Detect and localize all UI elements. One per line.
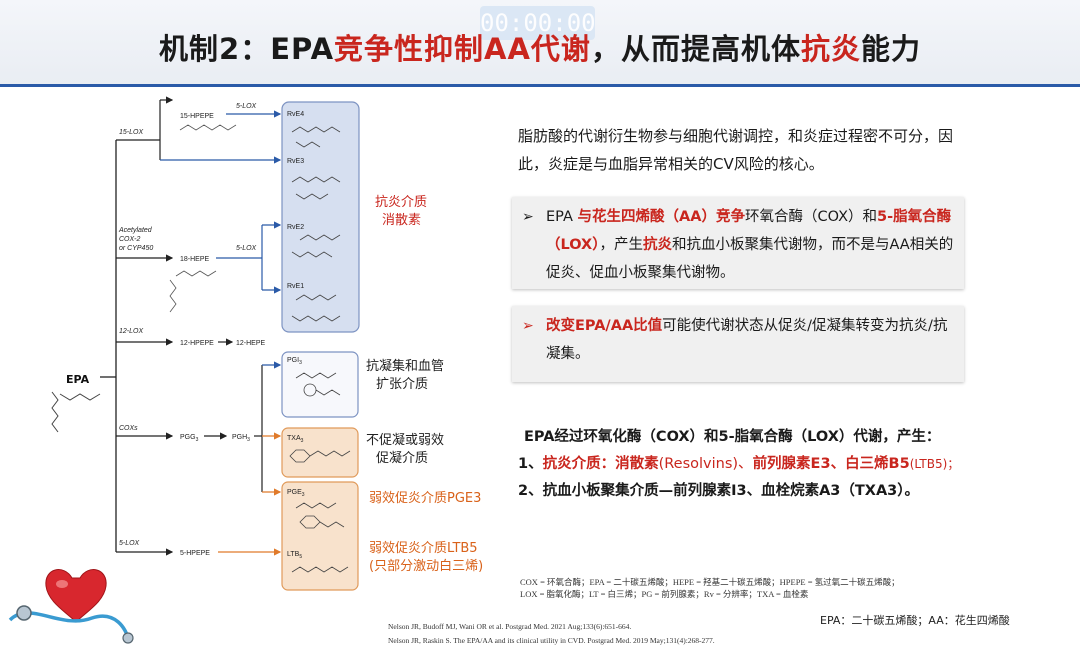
intermediate-pgh3: PGH3 (232, 434, 250, 443)
epa-structure (51, 391, 101, 433)
page-title: 机制2：EPA竞争性抑制AA代谢，从而提高机体抗炎能力 (0, 26, 1080, 68)
label-resolvins-1: 抗炎介质 (375, 195, 427, 210)
title-part-2: 竞争性抑制AA代谢 (334, 32, 591, 66)
intermediate-12-hpepe: 12-HPEPE (180, 340, 214, 347)
enzyme-acetylated: Acetylated (118, 227, 153, 234)
label-txa-2: 促凝介质 (376, 450, 428, 466)
conclusion-line-3: 2、抗血小板聚集介质—前列腺素I3、血栓烷素A3（TXA3）。 (518, 483, 920, 499)
intermediate-18-hepe: 18-HEPE (180, 256, 210, 263)
intermediate-pgg3: PGG3 (180, 434, 199, 443)
point-2-text: 改变EPA/AA比值可能使代谢状态从促炎/促凝集转变为抗炎/抗凝集。 (546, 318, 948, 362)
point-box-2: ➢ 改变EPA/AA比值可能使代谢状态从促炎/促凝集转变为抗炎/抗凝集。 (512, 306, 964, 382)
product-rve1: RvE1 (287, 283, 304, 290)
point-box-1: ➢ EPA 与花生四烯酸（AA）竞争环氧合酶（COX）和5-脂氧合酶（LOX），… (512, 197, 964, 289)
enzyme-cyp450: or CYP450 (119, 245, 153, 252)
conclusion: EPA经过环氧化酶（COX）和5-脂氧合酶（LOX）代谢，产生： 1、抗炎介质：… (518, 424, 1038, 505)
product-ltb5: LTB5 (287, 551, 302, 560)
references: Nelson JR, Budoff MJ, Wani OR et al. Pos… (388, 622, 715, 645)
label-pge3: 弱效促炎介质PGE3 (369, 491, 481, 506)
resolvins-box (281, 101, 360, 333)
conclusion-line-2: 1、抗炎介质：消散素(Resolvins)、前列腺素E3、白三烯B5(LTB5)… (518, 456, 960, 472)
epa-metabolism-diagram: EPA 15-LOX 15-HPEPE 5-LOX Acetylated COX… (8, 96, 483, 644)
pge3-ltb5-box (281, 481, 359, 591)
enzyme-5-lox-a: 5-LOX (236, 103, 257, 110)
title-part-3: ，从而提高机体 (590, 32, 801, 66)
product-rve3: RvE3 (287, 158, 304, 165)
enzyme-12-lox: 12-LOX (119, 328, 143, 335)
product-txa3: TXA3 (287, 435, 304, 444)
video-timer: 00:00:00 (480, 6, 596, 40)
label-pgi-1: 抗凝集和血管 (366, 358, 444, 374)
enzyme-5-lox-c: 5-LOX (119, 540, 140, 547)
product-rve2: RvE2 (287, 224, 304, 231)
bullet-arrow-icon: ➢ (522, 318, 534, 334)
intro-paragraph: 脂肪酸的代谢衍生物参与细胞代谢调控，和炎症过程密不可分，因此，炎症是与血脂异常相… (518, 127, 954, 173)
glossary: EPA：二十碳五烯酸；AA：花生四烯酸 (820, 614, 1010, 627)
title-part-5: 能力 (860, 32, 921, 66)
enzyme-15-lox: 15-LOX (119, 129, 143, 136)
label-pgi-2: 扩张介质 (376, 377, 428, 392)
intermediate-12-hepe: 12-HEPE (236, 340, 266, 347)
product-pgi3: PGI3 (287, 357, 302, 366)
enzyme-5-lox-b: 5-LOX (236, 245, 257, 252)
intermediate-5-hpepe: 5-HPEPE (180, 550, 210, 557)
epa-label: EPA (66, 373, 90, 386)
abbreviations: COX = 环氧合酶；EPA = 二十碳五烯酸；HEPE = 羟基二十碳五烯酸；… (520, 577, 900, 599)
title-part-4: 抗炎 (800, 32, 861, 66)
title-part-1: 机制2：EPA (159, 32, 335, 66)
label-ltb5-1: 弱效促炎介质LTB5 (369, 541, 478, 556)
intermediate-15-hpepe: 15-HPEPE (180, 113, 214, 120)
product-rve4: RvE4 (287, 111, 304, 118)
pgi3-box (281, 351, 359, 418)
label-txa-1: 不促凝或弱效 (366, 432, 444, 448)
product-pge3: PGE3 (287, 489, 305, 498)
enzyme-coxs: COXs (119, 425, 138, 432)
point-1-text: EPA 与花生四烯酸（AA）竞争环氧合酶（COX）和5-脂氧合酶（LOX），产生… (546, 209, 954, 281)
label-ltb5-2: (只部分激动白三烯) (369, 558, 483, 574)
heart-stethoscope-icon (8, 569, 134, 644)
bullet-arrow-icon: ➢ (522, 209, 534, 225)
enzyme-cox2: COX-2 (119, 236, 141, 243)
title-bar: 00:00:00 机制2：EPA竞争性抑制AA代谢，从而提高机体抗炎能力 (0, 0, 1080, 87)
conclusion-line-1: EPA经过环氧化酶（COX）和5-脂氧合酶（LOX）代谢，产生： (524, 429, 941, 445)
label-resolvins-2: 消散素 (382, 213, 421, 228)
